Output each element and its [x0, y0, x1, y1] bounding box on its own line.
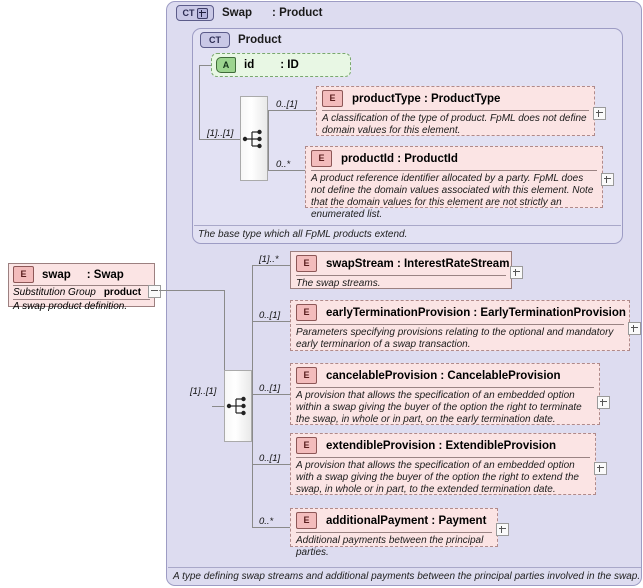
connector-product-compositor-in	[199, 139, 240, 140]
element-extendibleProvision-description: A provision that allows the specificatio…	[296, 457, 590, 499]
plus-icon[interactable]	[196, 7, 208, 19]
element-productId-header: E productId : ProductId	[306, 147, 602, 170]
connector-swap-to-container	[159, 290, 224, 291]
element-swap[interactable]: E swap : Swap Substitution Group product…	[8, 263, 155, 312]
expand-additionalPayment-button[interactable]	[496, 523, 509, 536]
connector-attr-vertical	[199, 65, 200, 140]
element-swapStream-title: swapStream : InterestRateStream	[326, 257, 510, 270]
element-swap-header: E swap : Swap	[9, 264, 154, 285]
expand-extendibleProvision-button[interactable]	[594, 462, 607, 475]
element-extendibleProvision-header: E extendibleProvision : ExtendibleProvis…	[291, 434, 595, 457]
cardinality-producttype: 0..[1]	[276, 99, 298, 110]
element-swapStream-description: The swap streams.	[296, 275, 506, 293]
element-additionalPayment-header: E additionalPayment : Payment	[291, 509, 497, 532]
element-extendibleProvision[interactable]: E extendibleProvision : ExtendibleProvis…	[290, 433, 596, 495]
expand-productType-button[interactable]	[593, 107, 606, 120]
element-cancelableProvision[interactable]: E cancelableProvision : CancelableProvis…	[290, 363, 600, 425]
product-type-header: CT Product	[200, 32, 281, 48]
product-type-name: Product	[238, 34, 282, 46]
element-icon: E	[13, 266, 34, 283]
expand-swapStream-button[interactable]	[510, 266, 523, 279]
cardinality-swapStream: [1]..*	[259, 254, 279, 265]
element-icon: E	[296, 512, 317, 529]
connector-earlyTerminationProvision	[252, 321, 290, 322]
connector-swap-main-vertical	[224, 290, 225, 406]
element-extendibleProvision-title: extendibleProvision : ExtendibleProvisio…	[326, 439, 557, 452]
element-earlyTerminationProvision-header: E earlyTerminationProvision : EarlyTermi…	[291, 301, 629, 324]
sequence-icon	[242, 129, 262, 148]
element-earlyTerminationProvision[interactable]: E earlyTerminationProvision : EarlyTermi…	[290, 300, 630, 351]
element-icon: E	[296, 255, 317, 272]
substitution-group-label: Substitution Group	[13, 287, 96, 298]
element-productId[interactable]: E productId : ProductId A product refere…	[305, 146, 603, 220]
element-productId-description: A product reference identifier allocated…	[311, 170, 597, 224]
element-swap-name: swap	[42, 268, 71, 281]
expand-earlyTerminationProvision-button[interactable]	[628, 322, 641, 335]
cardinality-additionalPayment: 0..*	[259, 516, 274, 527]
element-earlyTerminationProvision-title: earlyTerminationProvision : EarlyTermina…	[326, 306, 626, 319]
attribute-id[interactable]: A id : ID	[211, 53, 351, 77]
cardinality-productid: 0..*	[276, 159, 291, 170]
connector-swap-branch-vertical	[252, 265, 253, 527]
element-swap-substitution-group: Substitution Group product	[13, 285, 150, 299]
connector-extendibleProvision	[252, 464, 290, 465]
element-swap-type: : Swap	[86, 268, 124, 281]
connector-productid	[268, 170, 316, 171]
swap-annotation: A type defining swap streams and additio…	[168, 567, 641, 582]
sequence-compositor-swap[interactable]	[224, 370, 252, 442]
element-cancelableProvision-title: cancelableProvision : CancelableProvisio…	[326, 369, 561, 382]
swap-type-header: CT+CT Swap : Product	[176, 5, 323, 21]
element-swapStream[interactable]: E swapStream : InterestRateStream The sw…	[290, 251, 512, 289]
cardinality-cancelableProvision: 0..[1]	[259, 383, 281, 394]
element-productType-title: productType : ProductType	[352, 92, 501, 105]
product-annotation: The base type which all FpML products ex…	[194, 225, 621, 240]
swap-base-type: : Product	[272, 7, 323, 19]
connector-product-branch-vertical	[268, 110, 269, 171]
element-icon: E	[296, 437, 317, 454]
cardinality-product-sequence: [1]..[1]	[207, 128, 234, 139]
connector-swapStream	[252, 265, 290, 266]
element-additionalPayment-description: Additional payments between the principa…	[296, 532, 492, 562]
connector-cancelableProvision	[252, 394, 290, 395]
swap-type-name: Swap	[222, 7, 253, 19]
cardinality-extendibleProvision: 0..[1]	[259, 453, 281, 464]
element-icon: E	[311, 150, 332, 167]
connector-additionalPayment	[252, 527, 290, 528]
element-productId-title: productId : ProductId	[341, 152, 458, 165]
cardinality-swap-sequence: [1]..[1]	[190, 386, 217, 397]
attribute-icon: A	[216, 57, 236, 73]
expand-productId-button[interactable]	[601, 173, 614, 186]
expand-cancelableProvision-button[interactable]	[597, 396, 610, 409]
sequence-compositor-product[interactable]	[240, 96, 268, 181]
element-earlyTerminationProvision-description: Parameters specifying provisions relatin…	[296, 324, 624, 354]
element-swapStream-header: E swapStream : InterestRateStream	[291, 252, 511, 275]
sequence-icon	[226, 396, 246, 416]
element-additionalPayment[interactable]: E additionalPayment : Payment Additional…	[290, 508, 498, 558]
connector-producttype	[268, 110, 316, 111]
element-icon: E	[296, 304, 317, 321]
element-cancelableProvision-header: E cancelableProvision : CancelableProvis…	[291, 364, 599, 387]
element-cancelableProvision-description: A provision that allows the specificatio…	[296, 387, 594, 429]
complex-type-icon[interactable]: CT	[200, 32, 230, 48]
element-icon: E	[296, 367, 317, 384]
collapse-swap-button[interactable]	[148, 285, 161, 298]
element-swap-description: A swap product definition.	[13, 299, 150, 313]
element-additionalPayment-title: additionalPayment : Payment	[326, 514, 487, 527]
connector-swap-compositor-in	[212, 406, 224, 407]
substitution-group-value: product	[103, 287, 142, 298]
connector-attr-horizontal	[199, 65, 211, 66]
cardinality-earlyTerminationProvision: 0..[1]	[259, 310, 281, 321]
attribute-type: : ID	[280, 59, 299, 71]
element-productType[interactable]: E productType : ProductType A classifica…	[316, 86, 595, 136]
complex-type-plus-icon[interactable]: CT+CT	[176, 5, 214, 21]
attribute-name: id	[244, 59, 255, 71]
element-productType-description: A classification of the type of product.…	[322, 110, 589, 140]
element-icon: E	[322, 90, 343, 107]
element-productType-header: E productType : ProductType	[317, 87, 594, 110]
